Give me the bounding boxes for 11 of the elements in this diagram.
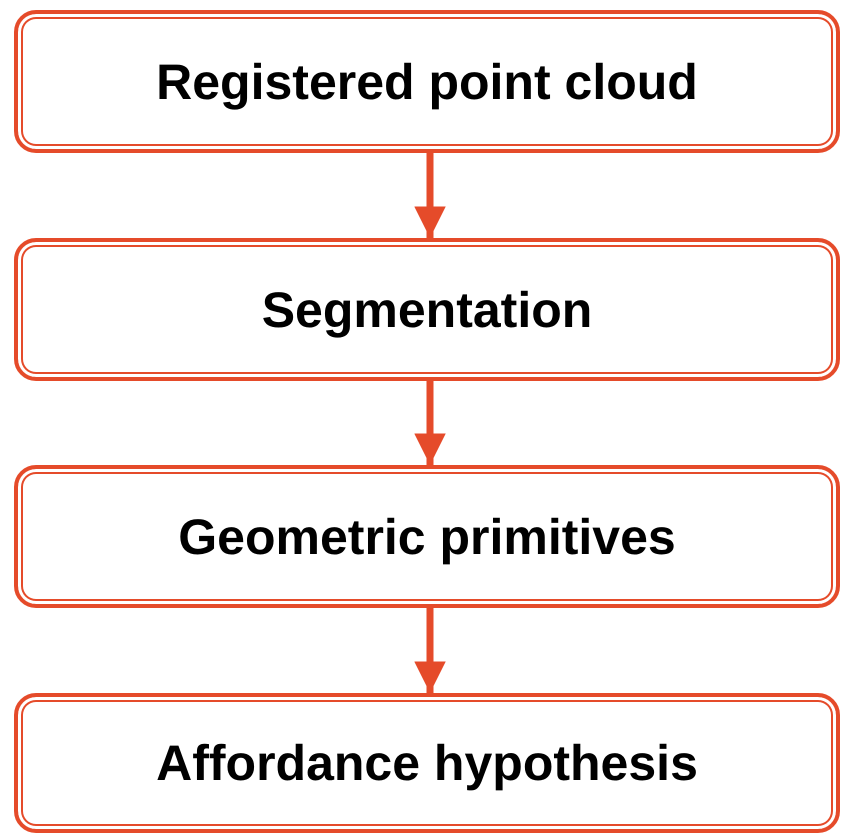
arrow	[414, 153, 446, 238]
process-box	[14, 238, 840, 381]
box-label: Geometric primitives	[178, 508, 676, 566]
arrow	[414, 381, 446, 465]
process-box	[14, 10, 840, 153]
box-label: Affordance hypothesis	[156, 734, 698, 792]
process-box	[14, 465, 840, 608]
box-label: Segmentation	[262, 280, 592, 338]
arrow	[414, 608, 446, 693]
process-box	[14, 693, 840, 833]
box-label: Registered point cloud	[156, 52, 698, 110]
